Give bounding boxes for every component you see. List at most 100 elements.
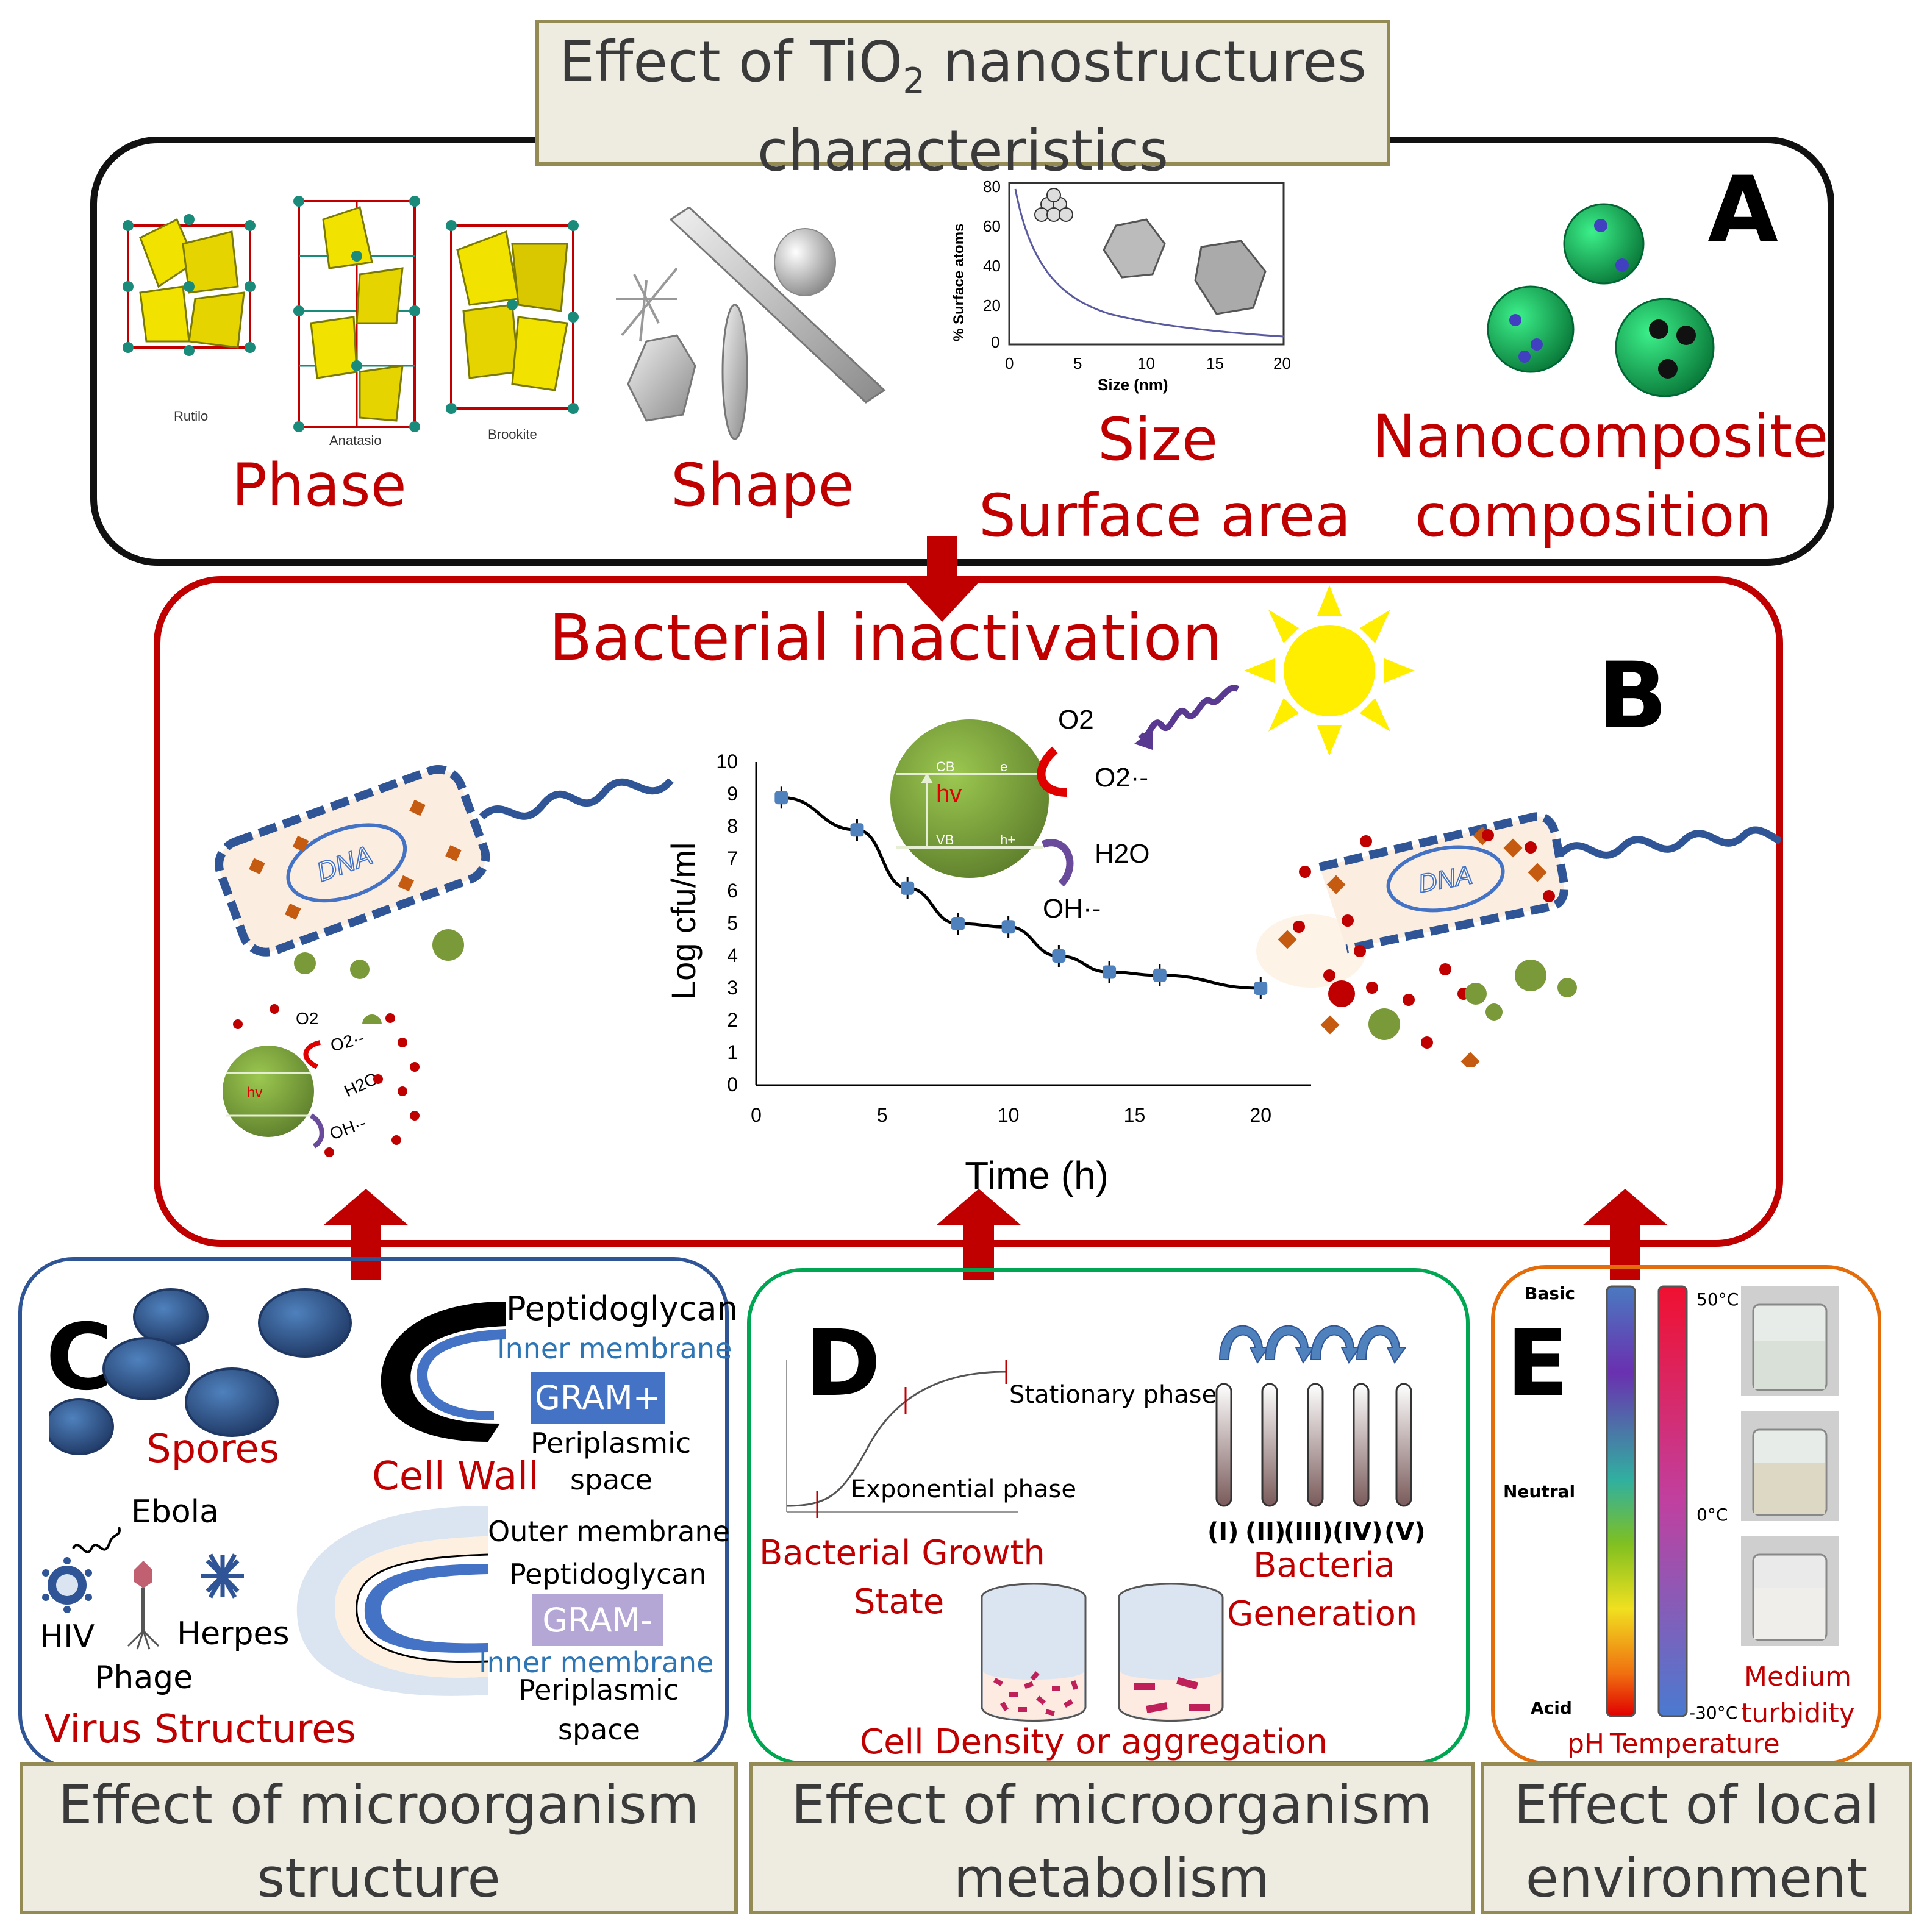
medium-cluster-icon — [1103, 218, 1166, 279]
anatase-label: Anatasio — [329, 433, 382, 448]
temperature-label: Temperature — [1610, 1728, 1780, 1759]
beaker-sparse — [1118, 1583, 1224, 1722]
temp-low-label: -30°C — [1689, 1703, 1738, 1723]
chart-data-point — [951, 917, 965, 930]
mini-ylabel: % Surface atoms — [951, 224, 967, 341]
bacterial-growth-label-2: State — [854, 1582, 945, 1622]
panel-e-title-1: Effect of local — [1514, 1773, 1879, 1836]
o2-label: O2 — [1058, 705, 1094, 735]
chart-x-tick-label: 15 — [1124, 1104, 1146, 1126]
nanocomposite-spheres — [1487, 203, 1715, 397]
ebola-label: Ebola — [131, 1494, 219, 1530]
arrow-e-to-b — [1582, 1189, 1668, 1280]
temp-mid-label: 0°C — [1696, 1505, 1728, 1525]
oh-radical-label-small: OH·- — [327, 1113, 368, 1144]
mini-ytick: 0 — [991, 333, 999, 351]
panel-c-title-1: Effect of microorganism — [58, 1773, 699, 1836]
ph-label: pH — [1567, 1728, 1605, 1759]
beaker-dense — [981, 1583, 1087, 1722]
ph-scale — [1606, 1285, 1636, 1717]
exponential-phase-label: Exponential phase — [851, 1475, 1076, 1503]
cb-label: CB — [936, 759, 955, 774]
mini-ytick: 40 — [983, 257, 1001, 275]
hiv-icon — [42, 1557, 92, 1613]
o2-radical-label-small: O2·- — [329, 1028, 366, 1055]
arrow-d-to-b — [936, 1189, 1021, 1280]
periplasmic-label-2: space — [570, 1463, 652, 1496]
chart-x-tick-label: 0 — [751, 1104, 762, 1126]
beaker-slightly-turbid — [1741, 1411, 1839, 1521]
generation-label-1: (I) — [1207, 1518, 1239, 1546]
periplasmic-label-1: Periplasmic — [531, 1427, 692, 1460]
ph-basic-label: Basic — [1525, 1283, 1576, 1303]
chart-y-tick-label: 9 — [727, 783, 738, 805]
hiv-label: HIV — [40, 1619, 95, 1655]
spindle-shape — [721, 304, 748, 440]
photocatalyst-small: hv O2 O2·- H2O OH·- — [223, 1004, 420, 1157]
sphere-shape — [774, 228, 836, 296]
chart-y-tick-label: 10 — [716, 750, 738, 772]
chart-y-tick-label: 7 — [727, 847, 738, 869]
panel-d-letter: D — [805, 1311, 881, 1417]
mini-xtick: 15 — [1206, 354, 1224, 372]
size-label: Size — [1098, 405, 1218, 474]
chart-x-tick-label: 5 — [877, 1104, 888, 1126]
panel-d-title-2: metabolism — [953, 1847, 1270, 1909]
beaker-turbid — [1741, 1536, 1839, 1646]
chart-y-tick-label: 8 — [727, 815, 738, 837]
mini-xtick: 0 — [1005, 354, 1014, 372]
chart-x-tick-label: 20 — [1250, 1104, 1271, 1126]
panel-d-title-1: Effect of microorganism — [791, 1773, 1432, 1836]
mini-xtick: 10 — [1137, 354, 1155, 372]
bacterial-growth-label-1: Bacterial Growth — [759, 1533, 1045, 1573]
surface-area-label: Surface area — [979, 482, 1351, 550]
ebola-icon — [72, 1527, 121, 1553]
generation-label-3: (III) — [1284, 1518, 1334, 1546]
bacteria-generation-label-1: Bacteria — [1253, 1545, 1395, 1585]
hv-label: hv — [936, 780, 962, 807]
octahedron-shape — [627, 334, 696, 422]
chart-y-label: Log cfu/ml — [664, 843, 703, 1000]
chart-y-tick-label: 5 — [727, 912, 738, 934]
stationary-phase-label: Stationary phase — [1009, 1381, 1217, 1409]
growth-curve — [786, 1360, 1018, 1518]
phage-label: Phage — [95, 1659, 193, 1696]
rutile-crystal — [123, 214, 256, 356]
herpes-icon — [201, 1553, 244, 1599]
ph-neutral-label: Neutral — [1503, 1481, 1576, 1502]
virus-structures-label: Virus Structures — [44, 1707, 356, 1752]
surface-atoms-chart: 0 20 40 60 80 0 5 10 15 20 Size (nm) % S… — [951, 177, 1291, 394]
temperature-scale — [1657, 1285, 1688, 1717]
generation-tubes — [1215, 1325, 1412, 1507]
cell-density-label: Cell Density or aggregation — [860, 1722, 1328, 1762]
temp-high-label: 50°C — [1696, 1289, 1739, 1310]
virus-icons — [42, 1527, 244, 1650]
chart-data-point — [1001, 920, 1015, 934]
medium-turbidity-label-1: Medium — [1744, 1661, 1851, 1692]
chart-y-tick-label: 3 — [727, 977, 738, 999]
surface-atoms-curve — [1014, 188, 1284, 338]
photocatalyst-large: CB VB hv e h+ O2 O2·- H2O OH·- — [890, 705, 1149, 924]
chart-y-tick-label: 6 — [727, 880, 738, 902]
chart-y-tick-label: 4 — [727, 944, 738, 966]
sun-icon — [1244, 585, 1415, 756]
panel-e-title-2: environment — [1525, 1847, 1868, 1909]
vb-label: VB — [936, 832, 954, 847]
ph-acid-label: Acid — [1531, 1698, 1572, 1718]
shape-label: Shape — [671, 451, 854, 519]
peptidoglycan-label-2: Peptidoglycan — [509, 1558, 707, 1591]
panel-c-title-2: structure — [257, 1847, 501, 1909]
anatase-crystal — [293, 196, 420, 432]
panel-a-letter: A — [1707, 157, 1779, 263]
chart-y-tick-label: 1 — [727, 1041, 738, 1063]
mini-xlabel: Size (nm) — [1098, 376, 1168, 394]
chart-x-label: Time (h) — [965, 1153, 1109, 1197]
mini-ytick: 80 — [983, 177, 1001, 196]
panel-c-letter: C — [46, 1305, 113, 1411]
brookite-crystal — [446, 220, 579, 414]
chart-data-point — [1052, 949, 1066, 963]
cell-density-beakers — [981, 1583, 1224, 1722]
brookite-label: Brookite — [488, 427, 537, 442]
panel-e-title-box: Effect of local environment — [1481, 1762, 1912, 1914]
rod-shape — [669, 207, 886, 404]
